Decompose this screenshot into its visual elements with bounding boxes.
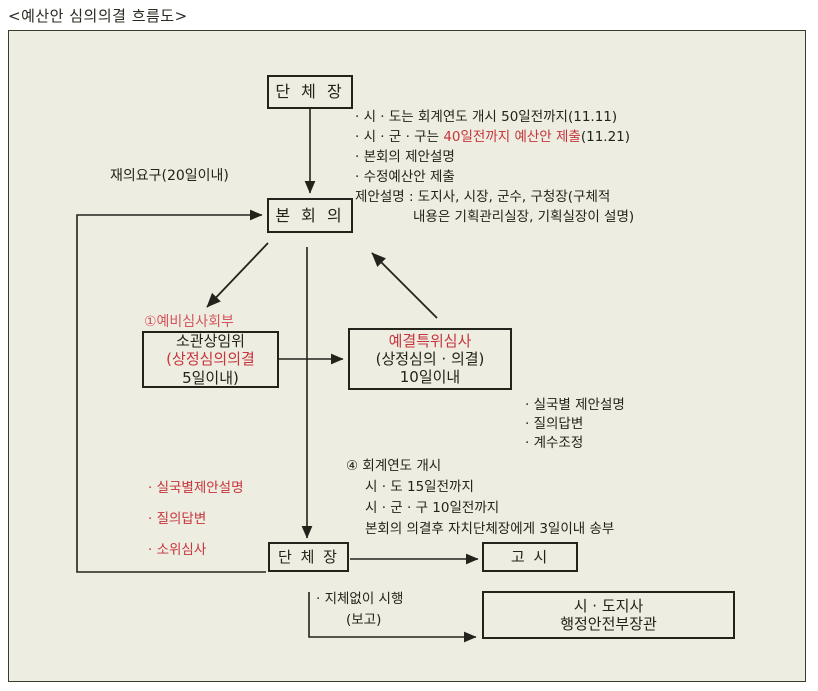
left-red-note-line1: · 실국별제안설명 (148, 480, 244, 496)
special-committee-line1: 예결특위심사 (388, 331, 472, 350)
special-committee-line2: (상정심의 · 의결) (375, 349, 485, 368)
submission-line6: 내용은 기획관리실장, 기획실장이 설명) (413, 208, 635, 225)
standing-committee-caption: ①예비심사회부 (144, 314, 234, 330)
committee-note-line2: · 질의답변 (525, 416, 584, 433)
submission-line3: · 본회의 제안설명 (355, 148, 455, 165)
standing-committee-line1: 소관상임위 (175, 332, 245, 351)
node-notice[interactable]: 고 시 (482, 542, 578, 572)
special-committee-line3: 10일이내 (399, 368, 461, 387)
committee-note-line1: · 실국별 제안설명 (525, 397, 625, 413)
report-note: · 지체없이 시행 (보고) (316, 589, 403, 631)
node-head-top[interactable]: 단 체 장 (267, 75, 353, 109)
reconsideration-label: 재의요구(20일이내) (110, 168, 229, 184)
committee-note-line3: · 계수조정 (525, 435, 584, 452)
report-target-line2: 행정안전부장관 (560, 615, 657, 633)
report-target-line1: 시 · 도지사 (573, 596, 644, 615)
committee-notes: · 실국별 제안설명 · 질의답변 · 계수조정 (525, 396, 625, 453)
left-red-note-line2: · 질의답변 (148, 510, 207, 527)
left-red-notes: · 실국별제안설명 · 질의답변 · 소위심사 (148, 478, 244, 562)
submission-line2-post: (11.21) (580, 128, 631, 145)
fiscal-line4: 본회의 의결후 자치단체장에게 3일이내 송부 (365, 521, 615, 538)
page-title: <예산안 심의의결 흐름도> (8, 7, 188, 25)
node-report-target[interactable]: 시 · 도지사 행정안전부장관 (482, 591, 735, 639)
fiscal-line2: 시 · 도 15일전까지 (365, 479, 474, 496)
node-notice-label: 고 시 (510, 547, 550, 566)
standing-committee-line2: (상정심의의결 (166, 350, 255, 369)
node-plenary[interactable]: 본 회 의 (267, 198, 353, 233)
report-note-line1: · 지체없이 시행 (316, 591, 404, 607)
submission-line1: · 시 · 도는 회계연도 개시 50일전까지(11.11) (355, 109, 618, 125)
node-head-top-label: 단 체 장 (275, 82, 345, 102)
node-head-bottom-label: 단 체 장 (278, 547, 339, 566)
report-note-line2: (보고) (346, 611, 382, 628)
submission-line5: 제안설명 : 도지사, 시장, 군수, 구청장(구체적 (355, 188, 611, 205)
submission-line2-pre: · 시 · 군 · 구는 (355, 128, 444, 145)
submission-line2-red: 40일전까지 예산안 제출 (443, 128, 581, 145)
fiscal-block: ④ 회계연도 개시 시 · 도 15일전까지 시 · 군 · 구 10일전까지 … (346, 456, 614, 540)
left-red-note-line3: · 소위심사 (148, 541, 207, 558)
node-plenary-label: 본 회 의 (275, 205, 345, 225)
submission-line4: · 수정예산안 제출 (355, 168, 455, 185)
node-head-bottom[interactable]: 단 체 장 (268, 542, 349, 572)
fiscal-line3: 시 · 군 · 구 10일전까지 (365, 500, 500, 517)
node-special-committee[interactable]: 예결특위심사 (상정심의 · 의결) 10일이내 (348, 328, 512, 390)
standing-committee-line3: 5일이내) (182, 368, 239, 387)
submission-block: · 시 · 도는 회계연도 개시 50일전까지(11.11) · 시 · 군 ·… (355, 108, 634, 228)
node-standing-committee[interactable]: 소관상임위 (상정심의의결 5일이내) (142, 331, 279, 388)
fiscal-line1: ④ 회계연도 개시 (346, 458, 442, 474)
submission-line2: · 시 · 군 · 구는 40일전까지 예산안 제출(11.21) (355, 128, 634, 148)
